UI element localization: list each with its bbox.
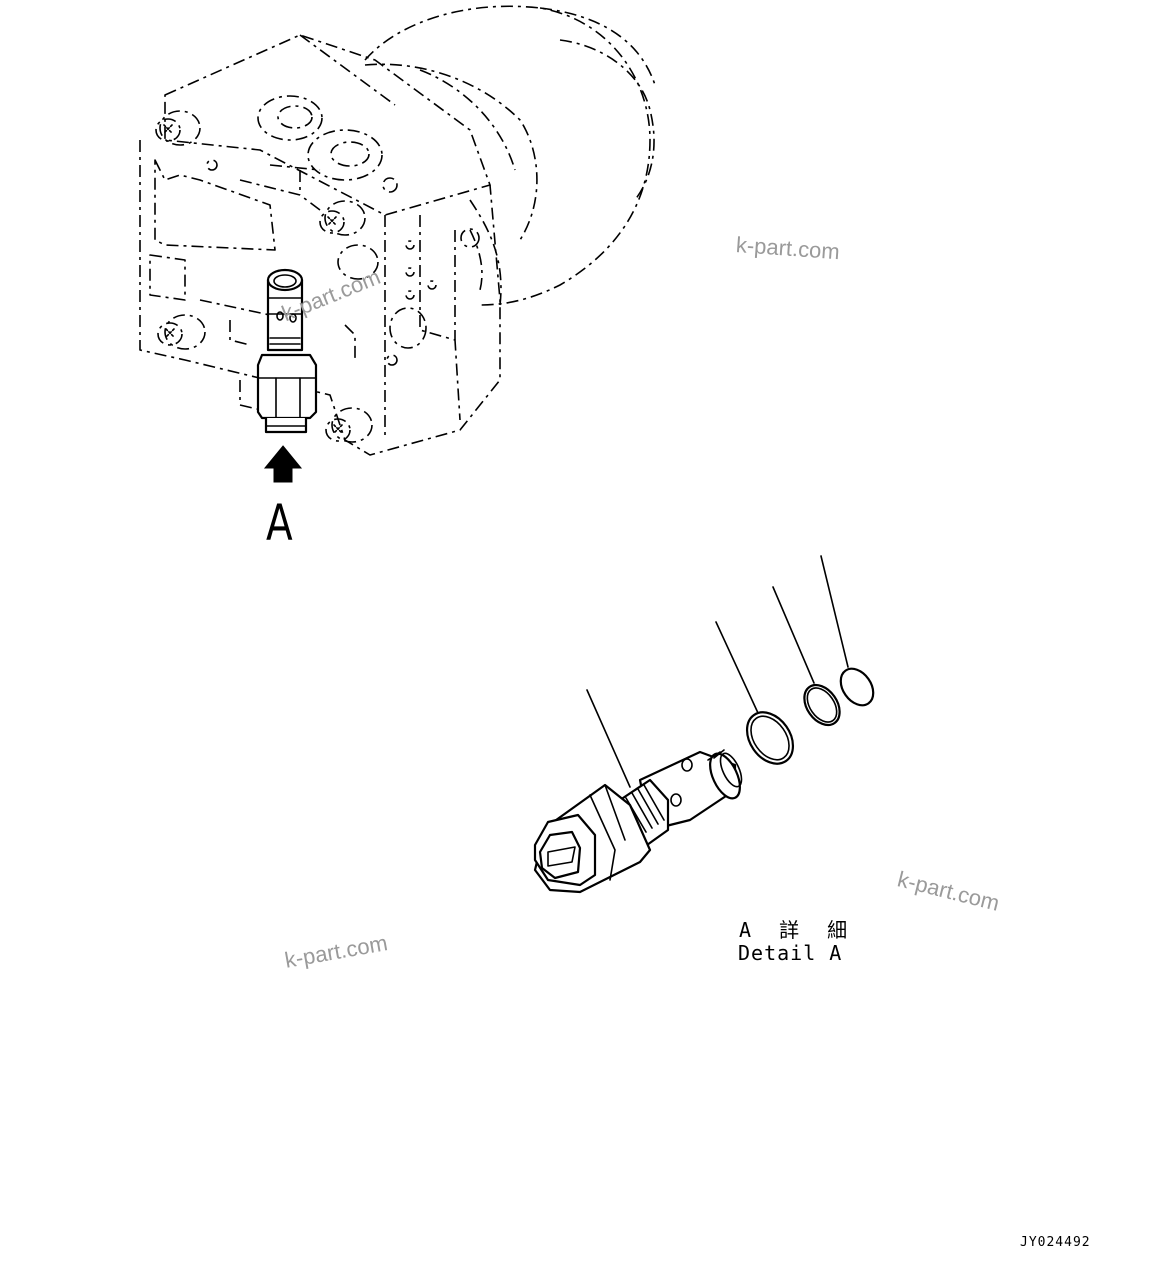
boss-mid-left <box>157 314 206 350</box>
leader-line-valve <box>586 689 631 788</box>
housing-front-face <box>139 140 501 456</box>
detail-label-en: Detail A <box>738 941 843 965</box>
leader-line-o-ring-3 <box>820 555 849 668</box>
boss-side <box>337 244 379 280</box>
o-ring-1 <box>745 711 795 765</box>
drawing-number: JY024492 <box>1020 1235 1091 1250</box>
housing-top-face <box>164 34 491 216</box>
top-ports <box>206 95 398 193</box>
view-arrow-icon <box>263 445 303 483</box>
leader-lines <box>586 555 849 788</box>
view-label-a: A <box>266 494 293 552</box>
o-ring-2 <box>803 683 841 727</box>
installed-valve <box>256 268 318 434</box>
leader-line-o-ring-2 <box>772 586 815 684</box>
boss-mid-right <box>319 200 366 236</box>
detail-label-jp: A 詳 細 <box>739 918 856 942</box>
motor-drum <box>364 5 656 306</box>
side-holes <box>386 228 480 366</box>
boss-bottom-right <box>325 407 373 443</box>
o-ring-3 <box>839 667 875 707</box>
boss-top-left <box>155 110 201 146</box>
leader-line-o-ring-1 <box>715 621 759 714</box>
mounting-bosses <box>155 110 379 443</box>
detail-a-cartridge-valve <box>533 749 743 894</box>
motor-assembly <box>139 5 656 456</box>
